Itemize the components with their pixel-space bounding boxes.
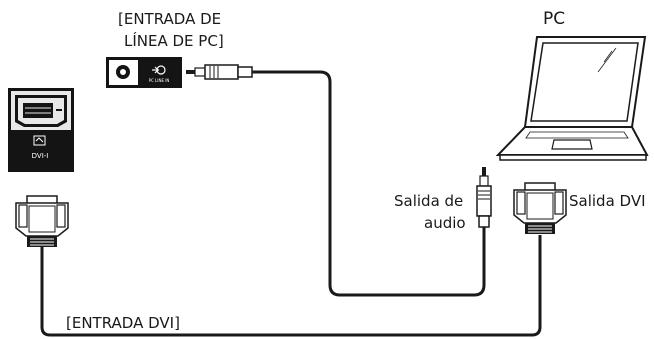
dvi-cable (40, 235, 542, 337)
audio-plug-pc (476, 167, 492, 228)
dvi-in-label: [ENTRADA DVI] (66, 314, 180, 332)
pc-label: PC (543, 9, 566, 29)
dvi-port-label: DVI-I (32, 152, 49, 160)
laptop-icon (495, 36, 649, 161)
pc-line-in-label-line1: [ENTRADA DE (118, 10, 222, 28)
audio-port-label: PC LINE IN (149, 78, 170, 83)
dvi-connector-pc (513, 182, 567, 234)
dvi-connector-display (15, 195, 69, 247)
audio-out-label-line2: audio (424, 214, 466, 232)
dvi-out-label: Salida DVI (569, 192, 646, 210)
pc-line-in-label-line2: LÍNEA DE PC] (124, 32, 224, 50)
pc-line-in-port-panel: PC LINE IN (106, 57, 182, 88)
audio-out-label-line1: Salida de (394, 192, 464, 210)
dvi-port-icon (33, 135, 46, 146)
audio-plug-panel (186, 64, 253, 80)
dvi-in-port-panel: DVI-I (8, 88, 74, 172)
audio-cable (252, 70, 486, 297)
audio-in-icon (152, 65, 166, 75)
